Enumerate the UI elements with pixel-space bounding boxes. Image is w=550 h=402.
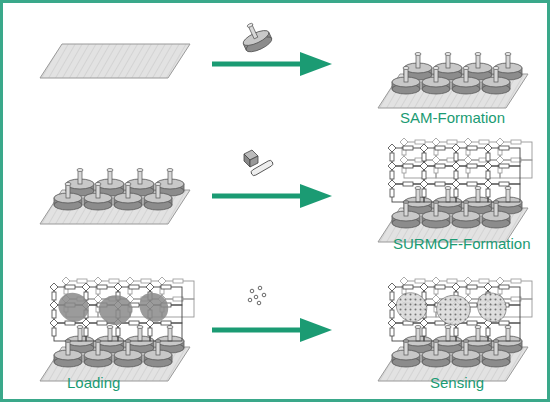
linker-icons bbox=[244, 150, 274, 177]
process-arrow bbox=[212, 318, 332, 342]
process-arrow bbox=[212, 52, 332, 76]
molecule-icon bbox=[237, 18, 274, 55]
surmof-structure bbox=[378, 277, 532, 381]
step-label: SURMOF-Formation bbox=[393, 235, 531, 253]
step-label: Loading bbox=[67, 374, 120, 392]
surmof-structure bbox=[40, 277, 194, 381]
analyte-icon bbox=[248, 286, 266, 305]
substrate bbox=[40, 44, 190, 78]
step-label: Sensing bbox=[430, 374, 484, 392]
surmof-structure bbox=[378, 138, 532, 242]
sam-layer bbox=[378, 53, 528, 109]
step-label: SAM-Formation bbox=[400, 109, 505, 127]
sam-layer bbox=[40, 169, 190, 225]
process-arrow bbox=[212, 184, 332, 208]
